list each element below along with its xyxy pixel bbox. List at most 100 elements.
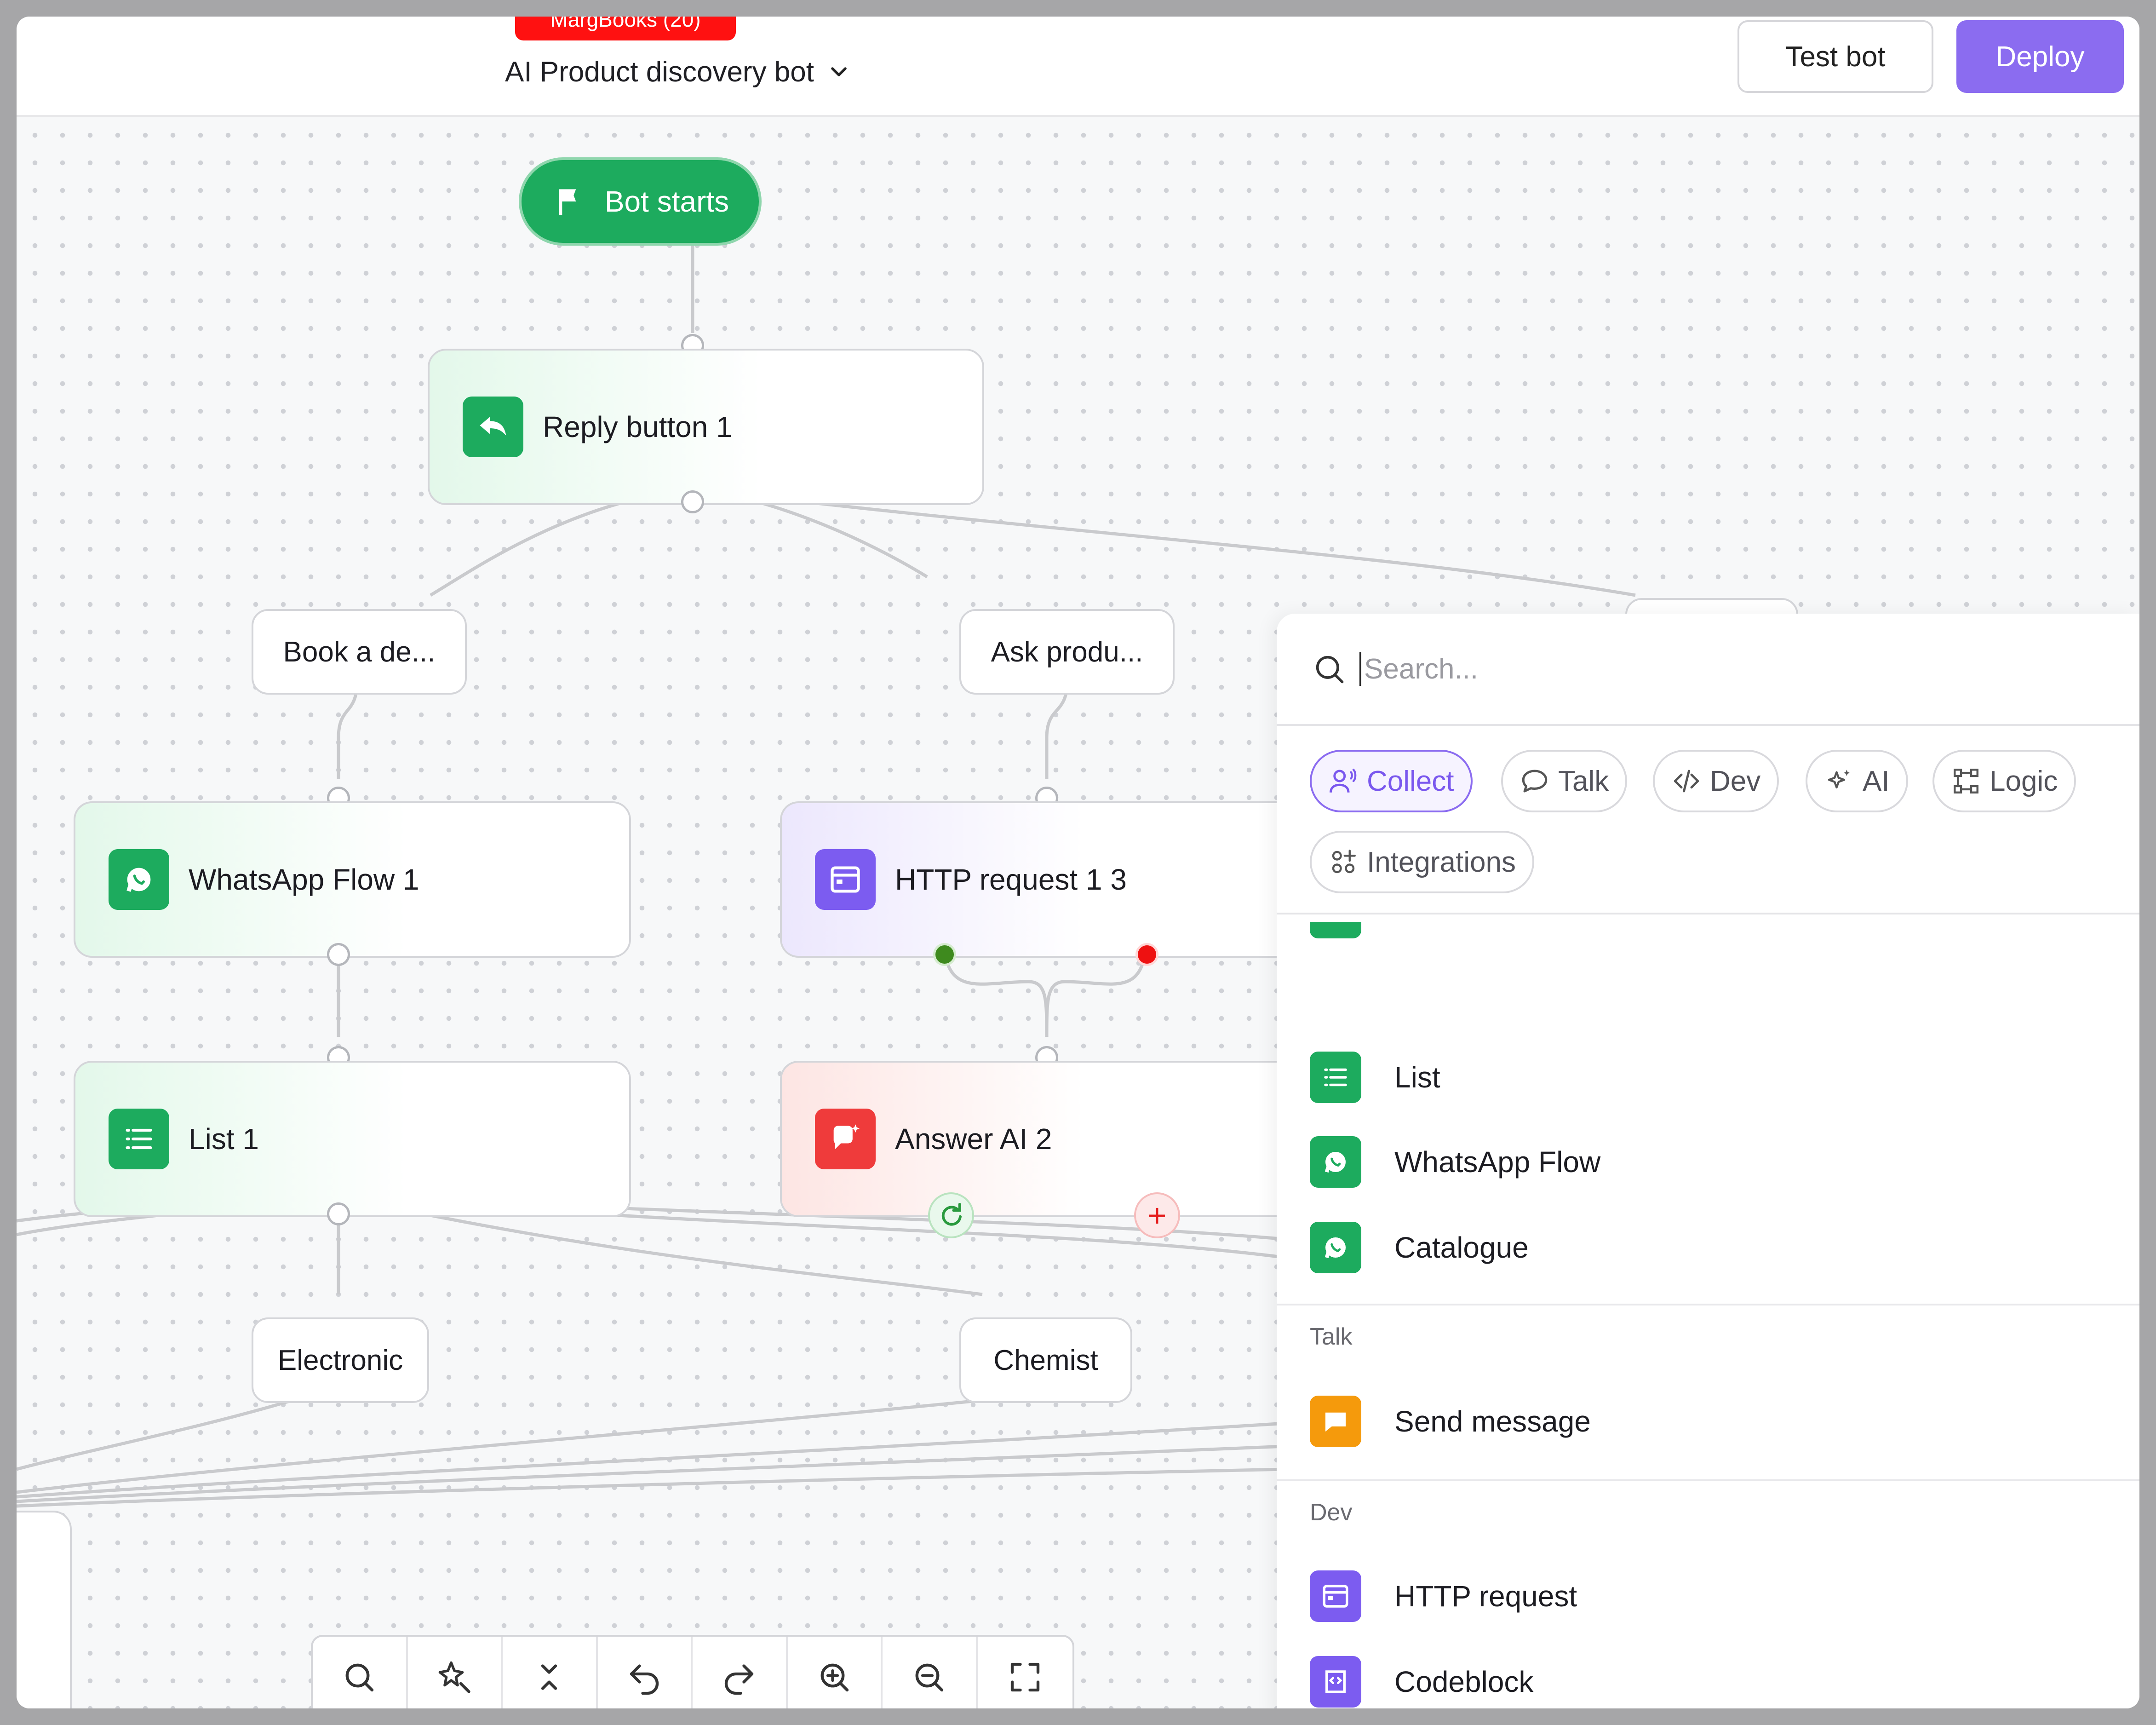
edge-long-1 — [17, 1421, 1286, 1499]
panel-item-http-request[interactable]: HTTP request — [1310, 1564, 1577, 1628]
panel-item-label: Codeblock — [1394, 1665, 1534, 1698]
panel-item-catalogue[interactable]: Catalogue — [1310, 1215, 1529, 1280]
zoom-in-icon — [820, 1663, 849, 1692]
redo-button[interactable] — [693, 1637, 788, 1708]
panel-item-label: WhatsApp Flow — [1394, 1145, 1601, 1179]
section-label-dev: Dev — [1310, 1499, 1353, 1526]
chip-logic[interactable]: Logic — [1932, 750, 2076, 812]
redo-icon — [725, 1664, 754, 1695]
edge-http-answer-fail — [1045, 935, 1148, 1037]
list-node[interactable]: List 1 — [74, 1061, 631, 1217]
browser-window-icon — [1310, 1570, 1361, 1622]
panel-item-label: HTTP request — [1394, 1580, 1577, 1613]
port-list-out[interactable] — [327, 1202, 350, 1225]
whatsapp-icon — [109, 849, 169, 910]
collect-user-icon — [1330, 769, 1357, 793]
node-title: List 1 — [189, 1122, 259, 1156]
collapse-button[interactable] — [503, 1637, 598, 1708]
undo-button[interactable] — [598, 1637, 693, 1708]
edge-ask-http — [1045, 682, 1069, 779]
panel-search — [1277, 614, 2139, 726]
section-divider — [1277, 1479, 2139, 1481]
integrations-grid-icon — [1332, 850, 1356, 874]
whatsapp-icon — [1310, 1222, 1361, 1273]
list-icon — [109, 1109, 169, 1169]
edge-book-whatsapp — [337, 682, 359, 779]
ai-chat-icon — [815, 1109, 876, 1169]
chip-ai[interactable]: AI — [1806, 750, 1908, 812]
sparkle-icon — [1828, 770, 1850, 788]
search-input[interactable] — [1359, 652, 2009, 686]
search-icon — [1316, 656, 1344, 684]
app-window: MargBooks (20) AI Product discovery bot … — [17, 17, 2139, 1708]
bot-name: AI Product discovery bot — [505, 56, 814, 88]
search-canvas-button[interactable] — [313, 1637, 408, 1708]
chip-collect[interactable]: Collect — [1310, 750, 1473, 812]
add-node-panel: Collect Talk Dev AI Logic Integrations — [1277, 614, 2139, 1708]
section-divider — [1277, 1304, 2139, 1305]
chip-label: Integrations — [1367, 846, 1516, 878]
auto-layout-button[interactable] — [408, 1637, 503, 1708]
top-bar: MargBooks (20) AI Product discovery bot … — [17, 17, 2139, 117]
account-badge: MargBooks (20) — [515, 17, 736, 40]
choice-book-demo[interactable]: Book a de... — [252, 609, 467, 695]
panel-item-send-message[interactable]: Send message — [1310, 1389, 1591, 1454]
offscreen-node[interactable] — [17, 1511, 72, 1708]
search-icon — [345, 1663, 374, 1692]
deploy-button[interactable]: Deploy — [1956, 20, 2124, 93]
bot-selector[interactable]: AI Product discovery bot — [505, 52, 852, 91]
http-request-node[interactable]: HTTP request 1 3 — [780, 801, 1286, 958]
chip-integrations[interactable]: Integrations — [1310, 831, 1534, 893]
choice-ask-product[interactable]: Ask produ... — [959, 609, 1175, 695]
port-http-failure[interactable] — [1135, 943, 1158, 966]
panel-item-whatsapp-flow[interactable]: WhatsApp Flow — [1310, 1130, 1600, 1194]
chip-label: Dev — [1710, 765, 1761, 797]
chip-dev[interactable]: Dev — [1653, 750, 1779, 812]
edge-chemist-down — [17, 1398, 983, 1494]
reply-button-node[interactable]: Reply button 1 — [428, 349, 984, 505]
bot-starts-node[interactable]: Bot starts — [519, 157, 762, 246]
loop-refresh-icon[interactable] — [928, 1192, 974, 1238]
node-title: WhatsApp Flow 1 — [189, 863, 419, 896]
chevron-down-icon — [831, 67, 847, 76]
add-fallback-plus-icon[interactable]: + — [1134, 1192, 1180, 1238]
panel-item-list[interactable]: List — [1310, 1045, 1440, 1110]
edge-reply-other — [692, 487, 1636, 597]
fullscreen-icon — [1010, 1662, 1039, 1692]
answer-ai-node[interactable]: Answer AI 2 — [780, 1061, 1286, 1217]
whatsapp-flow-node[interactable]: WhatsApp Flow 1 — [74, 801, 631, 958]
list-icon — [1310, 1052, 1361, 1103]
message-icon — [1310, 1396, 1361, 1447]
edge-list-chemist — [338, 1194, 983, 1296]
canvas-toolbar — [311, 1635, 1074, 1708]
partial-green-icon — [1310, 922, 1361, 938]
category-chips: Collect Talk Dev AI Logic Integrations — [1277, 727, 2139, 914]
panel-item-label: Send message — [1394, 1405, 1591, 1438]
port-http-success[interactable] — [933, 943, 956, 966]
zoom-in-button[interactable] — [788, 1637, 883, 1708]
fullscreen-button[interactable] — [978, 1637, 1072, 1708]
logic-branch-icon — [1954, 769, 1978, 794]
undo-icon — [630, 1664, 659, 1695]
port-whatsapp-out[interactable] — [327, 943, 350, 966]
speech-bubble-icon — [1522, 770, 1548, 793]
edge-long-2 — [17, 1444, 1286, 1503]
choice-chemist[interactable]: Chemist — [959, 1317, 1132, 1403]
chip-label: Talk — [1558, 765, 1609, 797]
port-reply-out[interactable] — [681, 490, 704, 513]
node-title: HTTP request 1 3 — [895, 863, 1127, 896]
browser-window-icon — [815, 849, 876, 910]
panel-item-label: Catalogue — [1394, 1231, 1529, 1264]
whatsapp-icon — [1310, 1136, 1361, 1188]
codeblock-icon — [1310, 1656, 1361, 1708]
choice-electronic[interactable]: Electronic — [252, 1317, 429, 1403]
reply-icon — [463, 397, 523, 457]
auto-layout-icon — [438, 1661, 470, 1693]
bot-starts-label: Bot starts — [604, 185, 729, 218]
collapse-icon — [541, 1664, 557, 1690]
zoom-out-button[interactable] — [883, 1637, 978, 1708]
panel-item-codeblock[interactable]: Codeblock — [1310, 1650, 1533, 1708]
chip-talk[interactable]: Talk — [1501, 750, 1628, 812]
zoom-out-icon — [915, 1663, 944, 1692]
test-bot-button[interactable]: Test bot — [1737, 20, 1933, 93]
